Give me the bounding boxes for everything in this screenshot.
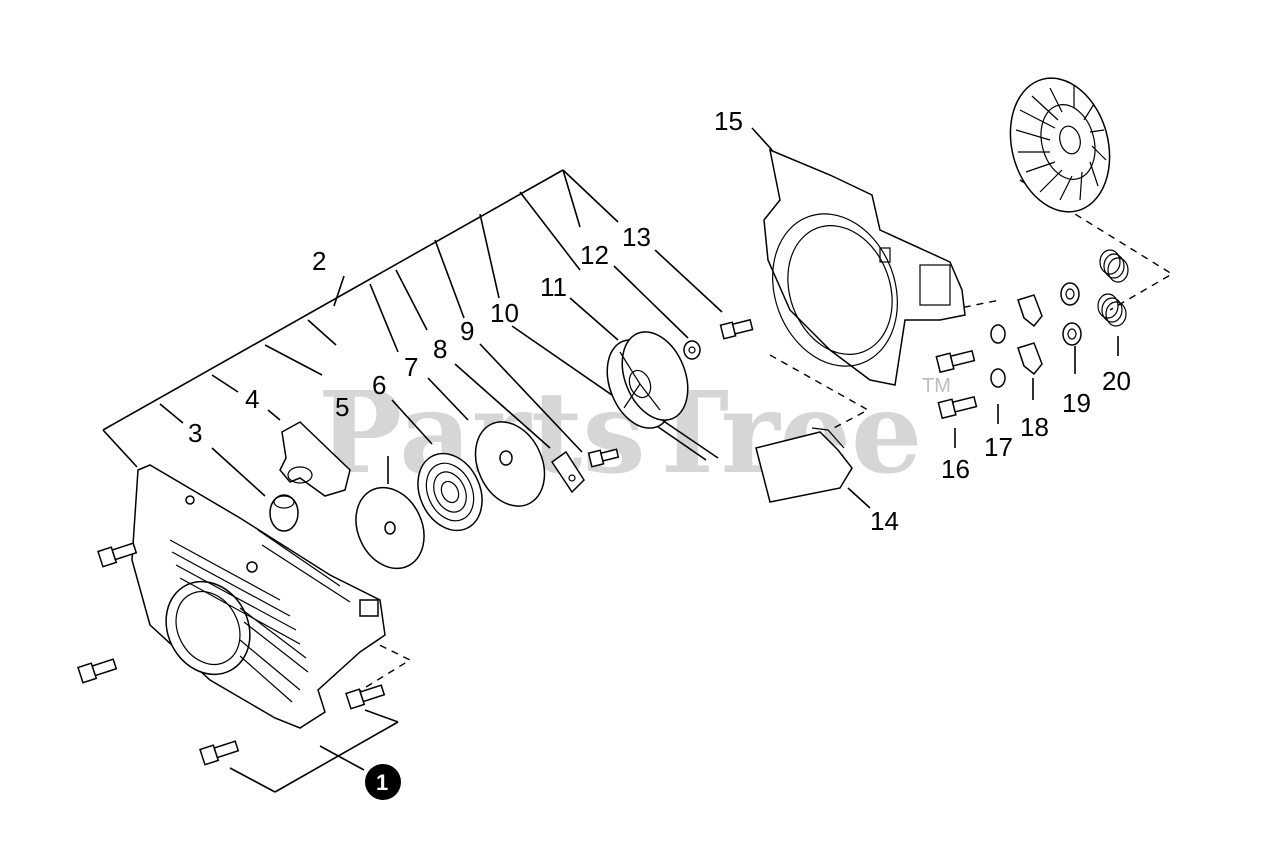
callout-10: 10 [490,298,519,328]
callout-13: 13 [622,222,651,252]
pulley-part-11 [606,331,719,459]
nut-part-19 [1060,282,1080,306]
watermark-trademark: TM [922,375,951,397]
recoil-spring-part-6 [417,452,483,532]
callout-12: 12 [580,240,609,270]
fan-cover-housing [131,464,386,729]
callout-4: 4 [245,384,259,414]
callout-labels: 2 3 4 5 6 7 8 9 10 11 12 13 14 15 16 17 … [188,106,1131,536]
callout-16: 16 [941,454,970,484]
flywheel [1009,77,1111,213]
spring-cover-part-7 [474,421,546,507]
pawl-part-8 [550,450,585,494]
callout-20: 20 [1102,366,1131,396]
callout-3: 3 [188,418,202,448]
callout-18: 18 [1020,412,1049,442]
callout-15: 15 [714,106,743,136]
callout-1-badge: 1 [365,764,401,800]
bolt-icon [77,318,978,766]
callout-8: 8 [433,334,447,364]
callout-19: 19 [1062,388,1091,418]
callout-7: 7 [404,352,418,382]
callout-5: 5 [335,392,349,422]
starter-handle-part-4 [279,421,351,497]
assembly-bracket [102,169,619,468]
fan-housing-part-15 [763,148,966,386]
callout-14: 14 [870,506,899,536]
pawl-part-18 [1017,294,1043,328]
spring-part-20 [1097,249,1129,327]
washer-part-12 [683,340,701,360]
callout-9: 9 [460,316,474,346]
callout-1: 1 [376,770,388,795]
grommet-part-3 [269,494,299,532]
starter-rope-part-10 [661,419,719,459]
callout-2: 2 [312,246,326,276]
washer-part-17 [990,324,1006,344]
callout-11: 11 [540,272,567,302]
small-parts-17-20 [990,249,1129,388]
deflector-part-14 [755,427,853,503]
callout-17: 17 [984,432,1013,462]
callout-6: 6 [372,370,386,400]
washer-part-5 [355,486,425,570]
leader-lines [211,127,1119,793]
